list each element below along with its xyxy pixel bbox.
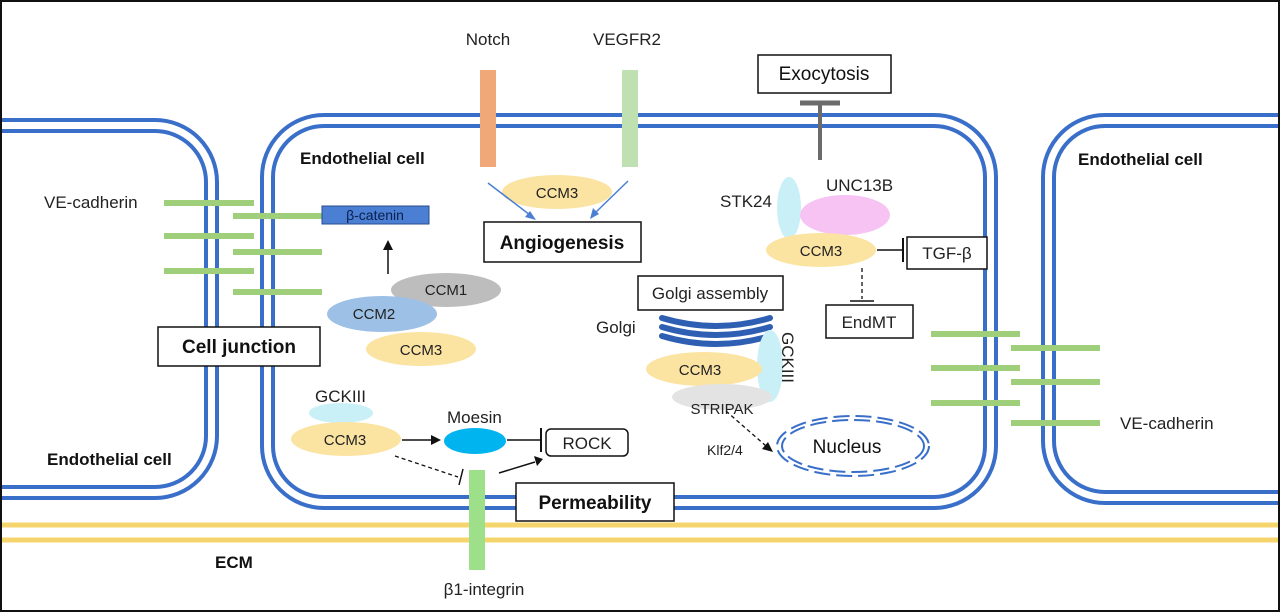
stk24-ellipse bbox=[777, 177, 801, 239]
cell-junction-label: Cell junction bbox=[182, 337, 296, 358]
vegfr2-receptor bbox=[622, 70, 638, 167]
exocytosis-label: Exocytosis bbox=[779, 64, 870, 85]
cell-junction-box bbox=[157, 326, 321, 367]
endmt-inhibition bbox=[850, 268, 874, 302]
stk24-label: STK24 bbox=[720, 192, 772, 211]
angiogenesis-box bbox=[483, 221, 642, 263]
arrowhead-notch bbox=[525, 211, 536, 220]
tgf-inhibition bbox=[877, 238, 904, 262]
ccm3-moesin-ellipse bbox=[291, 422, 401, 456]
ccm3-moesin-label: CCM3 bbox=[324, 432, 367, 449]
arrowhead-rock bbox=[534, 456, 543, 466]
ccm1-label: CCM1 bbox=[425, 282, 468, 299]
ccm2-label: CCM2 bbox=[353, 306, 396, 323]
left-cell-membrane bbox=[2, 118, 219, 500]
moesin-inhibits-rock bbox=[507, 428, 542, 452]
arrow-integrin-to-rock bbox=[498, 461, 536, 474]
klf-label: Klf2/4 bbox=[707, 442, 743, 458]
arrowhead-moesin bbox=[431, 435, 441, 445]
ve-cadherin-left-bars bbox=[164, 200, 322, 295]
endothelial-cell-center-label: Endothelial cell bbox=[300, 149, 425, 168]
beta-catenin-box bbox=[321, 205, 430, 225]
golgi-label: Golgi bbox=[596, 318, 636, 337]
stripak-label: STRIPAK bbox=[690, 401, 753, 418]
ccm3-golgi-label: CCM3 bbox=[679, 362, 722, 379]
exocytosis-box bbox=[757, 54, 892, 94]
endmt-box bbox=[825, 304, 914, 339]
right-cell-membrane bbox=[1041, 113, 1278, 505]
arrow-ccm-to-catenin bbox=[383, 240, 393, 274]
unc13b-label: UNC13B bbox=[826, 176, 893, 195]
tgf-beta-box bbox=[906, 236, 988, 270]
beta1-integrin-label: β1-integrin bbox=[444, 580, 525, 599]
golgi-stacks bbox=[659, 315, 773, 347]
notch-receptor bbox=[480, 70, 496, 167]
golgi-assembly-box bbox=[637, 275, 784, 311]
ccm3-inhibits-integrin bbox=[394, 455, 464, 486]
ccm3-golgi-ellipse bbox=[646, 352, 762, 386]
klf-arrowhead bbox=[762, 442, 773, 452]
ccm3-stk-ellipse bbox=[766, 233, 876, 267]
tgf-beta-label: TGF-β bbox=[922, 244, 972, 263]
gckiii-golgi-label: GCKIII bbox=[778, 332, 797, 383]
ecm-layer bbox=[2, 522, 1278, 543]
beta-catenin-label: β-catenin bbox=[346, 207, 404, 223]
ccm1-ellipse bbox=[391, 273, 501, 307]
rock-box bbox=[545, 428, 629, 457]
ccm3-junction-label: CCM3 bbox=[400, 342, 443, 359]
ve-cadherin-left-label: VE-cadherin bbox=[44, 193, 138, 212]
ccm2-ellipse bbox=[327, 296, 437, 332]
golgi-assembly-label: Golgi assembly bbox=[652, 284, 769, 303]
beta1-integrin-receptor bbox=[469, 470, 485, 570]
notch-label: Notch bbox=[466, 30, 510, 49]
exocytosis-inhibition bbox=[800, 100, 840, 160]
gckiii-left-ellipse bbox=[309, 403, 373, 423]
ccm3-junction-ellipse bbox=[366, 332, 476, 366]
angiogenesis-label: Angiogenesis bbox=[500, 233, 625, 254]
vegfr2-label: VEGFR2 bbox=[593, 30, 661, 49]
ve-cadherin-right-bars bbox=[931, 331, 1100, 426]
moesin-label: Moesin bbox=[447, 408, 502, 427]
gckiii-left-label: GCKIII bbox=[315, 387, 366, 406]
klf-arrow-line bbox=[725, 410, 767, 447]
stripak-ellipse bbox=[672, 384, 772, 410]
endmt-label: EndMT bbox=[842, 313, 897, 332]
ccm3-angio-ellipse bbox=[502, 175, 612, 209]
arrowhead-vegfr2 bbox=[590, 208, 599, 219]
arrows-to-angiogenesis bbox=[487, 180, 629, 216]
ecm-label: ECM bbox=[215, 553, 253, 572]
ve-cadherin-right-label: VE-cadherin bbox=[1120, 414, 1214, 433]
ccm3-angio-label: CCM3 bbox=[536, 185, 579, 202]
ccm3-stk-label: CCM3 bbox=[800, 243, 843, 260]
gckiii-golgi-ellipse bbox=[757, 330, 783, 402]
permeability-label: Permeability bbox=[539, 493, 652, 514]
endothelial-cell-right-label: Endothelial cell bbox=[1078, 150, 1203, 169]
moesin-ellipse bbox=[444, 428, 506, 454]
nucleus-envelope bbox=[776, 415, 930, 477]
nucleus-label: Nucleus bbox=[813, 437, 882, 458]
rock-label: ROCK bbox=[562, 434, 612, 453]
permeability-box bbox=[515, 482, 675, 522]
unc13b-ellipse bbox=[800, 195, 890, 235]
endothelial-cell-left-label: Endothelial cell bbox=[47, 450, 172, 469]
